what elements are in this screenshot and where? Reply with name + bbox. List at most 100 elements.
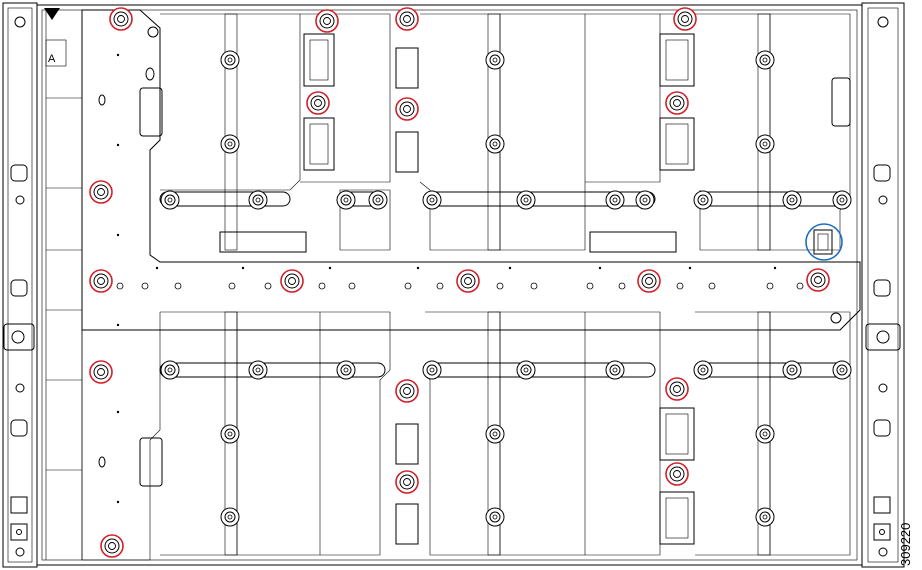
dot-mark (598, 266, 602, 270)
red-circle-screw-icon (89, 180, 113, 204)
dot-mark (508, 266, 512, 270)
red-circle-screw-icon (315, 9, 339, 33)
red-circle-screw-icon (395, 379, 419, 403)
hole-icon (586, 282, 594, 290)
red-circle-screw-icon (89, 360, 113, 384)
left-edge-strips (45, 10, 83, 560)
screw-icon (220, 50, 240, 70)
dot-mark (116, 53, 120, 57)
hole-icon (766, 282, 774, 290)
hole-icon (496, 282, 504, 290)
screw-icon (422, 360, 442, 380)
red-circle-screw-icon (665, 91, 689, 115)
midplane-board (81, 9, 861, 331)
screw-icon (220, 507, 240, 527)
red-circle-screw-icon (100, 534, 124, 558)
screw-icon (755, 50, 775, 70)
screw-icon (693, 190, 713, 210)
screw-icon (755, 424, 775, 444)
red-circle-screw-icon (280, 269, 304, 293)
hole-icon (141, 282, 149, 290)
dot-mark (116, 500, 120, 504)
screw-icon (605, 360, 625, 380)
hole-icon (318, 282, 326, 290)
screw-icon (485, 50, 505, 70)
dot-mark (116, 323, 120, 327)
highlighted-screws (89, 7, 830, 558)
hole-icon (174, 282, 182, 290)
plain-screws (160, 50, 852, 527)
screw-icon (516, 190, 536, 210)
hole-icon (228, 282, 236, 290)
hole-icon (116, 282, 124, 290)
screw-icon (516, 360, 536, 380)
dot-mark (155, 266, 159, 270)
screw-icon (605, 190, 625, 210)
lower-bays (160, 311, 851, 556)
midplane-connectors (219, 231, 677, 253)
dot-mark (116, 233, 120, 237)
hole-icon (530, 282, 538, 290)
red-circle-screw-icon (665, 462, 689, 486)
screw-icon (635, 190, 655, 210)
red-circle-screw-icon (806, 268, 830, 292)
screw-icon (782, 360, 802, 380)
hole-icon (436, 282, 444, 290)
hole-icon (676, 282, 684, 290)
ejector-levers (98, 26, 851, 487)
dot-mark (416, 266, 420, 270)
left-rail (2, 2, 38, 568)
screw-icon (336, 190, 356, 210)
connector-slots (303, 33, 695, 545)
red-circle-screw-icon (637, 269, 661, 293)
red-circle-screw-icon (89, 269, 113, 293)
screw-icon (485, 134, 505, 154)
screw-icon (693, 360, 713, 380)
screw-icon (160, 360, 180, 380)
red-circle-screw-icon (109, 7, 133, 31)
screw-icon (832, 190, 852, 210)
screw-icon (782, 190, 802, 210)
screw-icon (160, 190, 180, 210)
hole-icon (708, 282, 716, 290)
triangle-marker-icon: A (44, 8, 60, 65)
dot-mark (116, 410, 120, 414)
dot-mark (241, 266, 245, 270)
blue-circle-connector-icon (805, 223, 843, 261)
screw-icon (368, 190, 388, 210)
dot-mark (116, 143, 120, 147)
figure-id: 309220 (898, 522, 913, 566)
screw-icon (336, 360, 356, 380)
screw-icon (248, 360, 268, 380)
screw-icon (832, 360, 852, 380)
red-circle-screw-icon (395, 470, 419, 494)
screw-icon (220, 134, 240, 154)
red-circle-screw-icon (395, 97, 419, 121)
hole-icon (796, 282, 804, 290)
upper-bays (160, 13, 851, 251)
red-circle-screw-icon (395, 7, 419, 31)
dot-mark (773, 266, 777, 270)
dot-mark (688, 266, 692, 270)
red-circle-screw-icon (665, 377, 689, 401)
screw-icon (248, 190, 268, 210)
screw-icon (485, 424, 505, 444)
screw-icon (485, 507, 505, 527)
chassis-frame (36, 4, 863, 566)
hole-icon (264, 282, 272, 290)
hole-icon (618, 282, 626, 290)
red-circle-screw-icon (456, 269, 480, 293)
small-holes (116, 53, 804, 504)
screw-icon (220, 424, 240, 444)
dot-mark (328, 266, 332, 270)
screw-icon (755, 134, 775, 154)
screw-icon (422, 190, 442, 210)
hole-icon (348, 282, 356, 290)
svg-text:A: A (48, 53, 56, 65)
right-rail (861, 2, 905, 568)
red-circle-screw-icon (673, 7, 697, 31)
hole-icon (404, 282, 412, 290)
screw-icon (755, 507, 775, 527)
red-circle-screw-icon (306, 91, 330, 115)
